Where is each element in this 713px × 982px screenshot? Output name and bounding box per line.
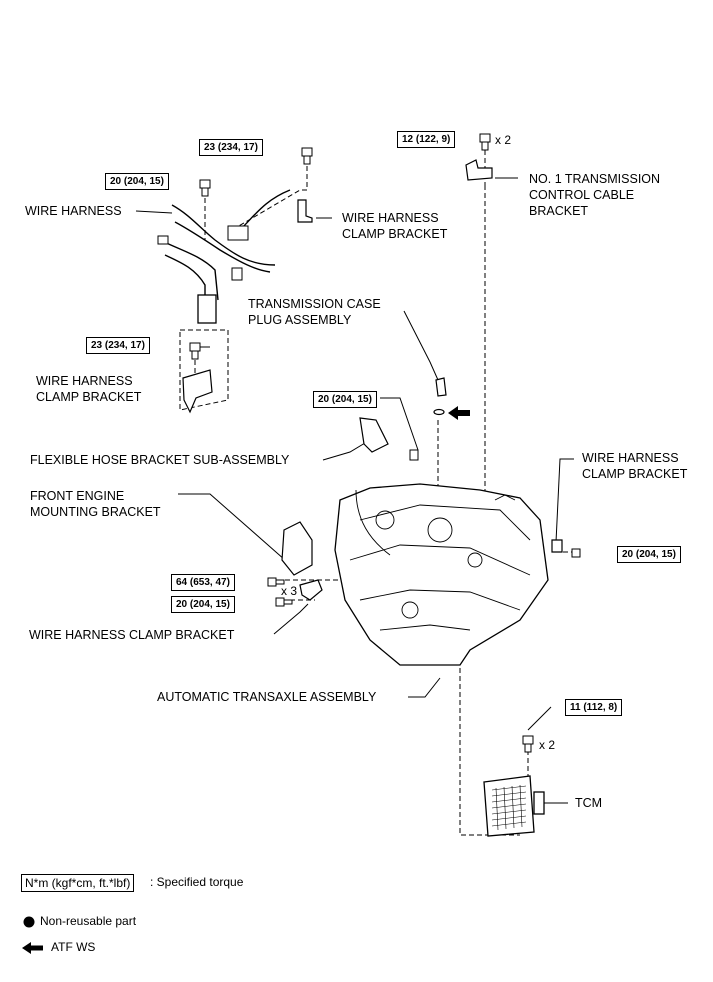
label-automatic-transaxle-assembly: AUTOMATIC TRANSAXLE ASSEMBLY xyxy=(157,690,377,704)
label-wire-harness-clamp-bracket-bottom: WIRE HARNESS CLAMP BRACKET xyxy=(29,628,235,642)
atf-arrow-icon xyxy=(22,942,43,954)
torque-box: 20 (204, 15) xyxy=(105,173,169,190)
label-tcm: TCM xyxy=(575,796,603,810)
label-front-engine-mounting-bracket: FRONT ENGINE MOUNTING BRACKET xyxy=(30,489,161,519)
torque-box: 11 (112, 8) xyxy=(565,699,623,716)
torque-box: 20 (204, 15) xyxy=(313,391,377,408)
quantity-label: x 3 xyxy=(281,584,298,598)
legend-non-reusable: Non-reusable part xyxy=(40,914,137,928)
torque-box: 20 (204, 15) xyxy=(171,596,235,613)
quantity-label: x 2 xyxy=(495,133,512,147)
quantity-label: x 2 xyxy=(539,738,556,752)
label-wire-harness-clamp-bracket-left: WIRE HARNESS CLAMP BRACKET xyxy=(36,374,142,404)
torque-box: 20 (204, 15) xyxy=(617,546,681,563)
legend-torque-unit-box: N*m (kgf*cm, ft.*lbf) xyxy=(21,874,135,892)
torque-box: 64 (653, 47) xyxy=(171,574,235,591)
label-wire-harness-clamp-bracket-top: WIRE HARNESS CLAMP BRACKET xyxy=(342,211,448,241)
label-no1-transmission-control-cable-bracket: NO. 1 TRANSMISSION CONTROL CABLE BRACKET xyxy=(529,172,661,218)
torque-box: 23 (234, 17) xyxy=(199,139,263,156)
torque-box: 23 (234, 17) xyxy=(86,337,150,354)
legend-atf-ws: ATF WS xyxy=(51,940,96,954)
label-wire-harness-clamp-bracket-right: WIRE HARNESS CLAMP BRACKET xyxy=(582,451,688,481)
legend-torque-description: : Specified torque xyxy=(150,875,244,889)
torque-box: 12 (122, 9) xyxy=(397,131,456,148)
label-wire-harness: WIRE HARNESS xyxy=(25,204,122,218)
label-flexible-hose-bracket: FLEXIBLE HOSE BRACKET SUB-ASSEMBLY xyxy=(30,453,290,467)
non-reusable-dot-icon xyxy=(23,916,35,928)
label-transmission-case-plug-assembly: TRANSMISSION CASE PLUG ASSEMBLY xyxy=(248,297,381,327)
